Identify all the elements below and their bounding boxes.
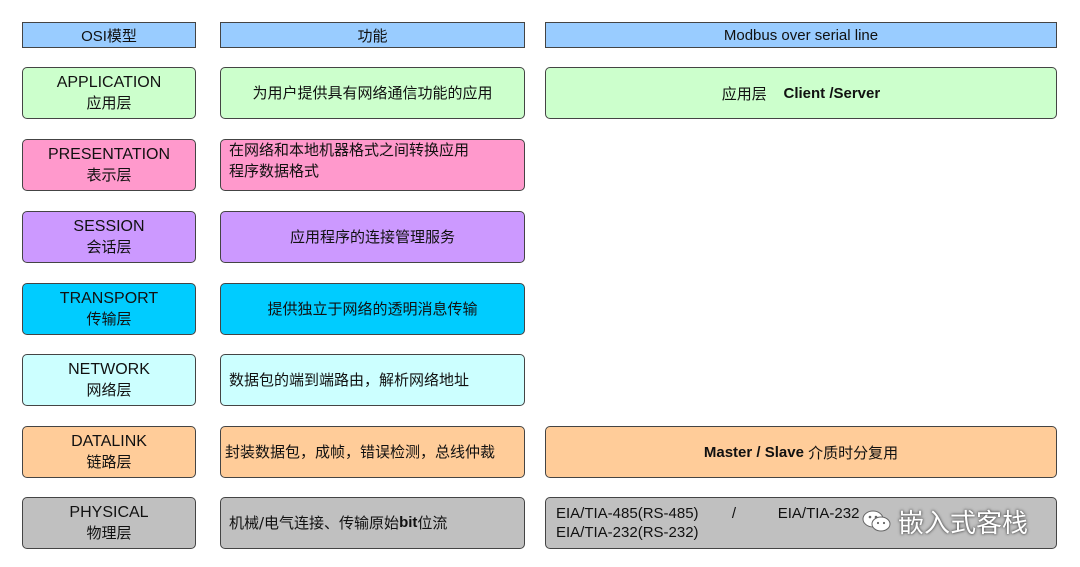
modbus-physical-line1: EIA/TIA-485(RS-485) / EIA/TIA-232 <box>556 505 860 522</box>
layer-name-cn: 物理层 <box>86 524 132 542</box>
function-text-bit: bit <box>399 514 418 531</box>
watermark: 嵌入式客栈 <box>862 503 1028 540</box>
function-session: 应用程序的连接管理服务 <box>220 211 525 263</box>
function-datalink: 封装数据包，成帧，错误检测，总线仲裁 <box>220 426 525 478</box>
layer-name-en: PRESENTATION <box>47 146 171 163</box>
function-text: 为用户提供具有网络通信功能的应用 <box>252 84 493 102</box>
modbus-header-label: Modbus over serial line <box>723 26 879 44</box>
layer-name-en: SESSION <box>73 218 145 235</box>
layer-name-en: TRANSPORT <box>59 290 159 307</box>
modbus-application-en: Client /Server <box>783 84 881 102</box>
layer-name-en: NETWORK <box>68 361 150 378</box>
function-text: 封装数据包，成帧，错误检测，总线仲裁 <box>225 443 496 461</box>
layer-name-cn: 应用层 <box>86 94 132 112</box>
function-header-label: 功能 <box>357 27 388 45</box>
osi-model-header: OSI模型 <box>22 22 196 48</box>
function-transport: 提供独立于网络的透明消息传输 <box>220 283 525 335</box>
function-presentation: 在网络和本地机器格式之间转换应用 程序数据格式 <box>220 139 525 191</box>
layer-name-en: DATALINK <box>71 433 147 450</box>
function-text-line2: 程序数据格式 <box>229 162 320 180</box>
layer-name-cn: 表示层 <box>86 166 132 184</box>
modbus-application: 应用层 Client /Server <box>545 67 1057 119</box>
layer-name-cn: 网络层 <box>86 381 132 399</box>
layer-name-cn: 会话层 <box>86 238 132 256</box>
osi-layer-presentation: PRESENTATION 表示层 <box>22 139 196 191</box>
function-text: 提供独立于网络的透明消息传输 <box>267 300 478 318</box>
layer-name-en: PHYSICAL <box>69 504 149 521</box>
modbus-physical-line2: EIA/TIA-232(RS-232) <box>556 524 699 541</box>
osi-layer-application: APPLICATION 应用层 <box>22 67 196 119</box>
function-text: 数据包的端到端路由，解析网络地址 <box>229 371 470 389</box>
function-text-a: 机械/电气连接、传输原始 <box>229 514 400 532</box>
function-text-c: 位流 <box>417 514 448 532</box>
osi-layer-transport: TRANSPORT 传输层 <box>22 283 196 335</box>
wechat-icon <box>862 509 892 535</box>
layer-name-cn: 传输层 <box>86 310 132 328</box>
modbus-header: Modbus over serial line <box>545 22 1057 48</box>
function-text-line1: 在网络和本地机器格式之间转换应用 <box>229 141 470 159</box>
osi-layer-session: SESSION 会话层 <box>22 211 196 263</box>
function-network: 数据包的端到端路由，解析网络地址 <box>220 354 525 406</box>
layer-name-cn: 链路层 <box>86 453 132 471</box>
modbus-application-cn: 应用层 <box>721 84 767 103</box>
modbus-datalink-cn: 介质时分复用 <box>808 443 899 462</box>
osi-model-header-label: OSI模型 <box>81 27 137 45</box>
function-text: 应用程序的连接管理服务 <box>289 228 455 246</box>
function-application: 为用户提供具有网络通信功能的应用 <box>220 67 525 119</box>
modbus-datalink-en: Master / Slave <box>703 443 804 461</box>
osi-layer-datalink: DATALINK 链路层 <box>22 426 196 478</box>
osi-layer-network: NETWORK 网络层 <box>22 354 196 406</box>
modbus-physical: EIA/TIA-485(RS-485) / EIA/TIA-232 EIA/TI… <box>545 497 1057 549</box>
watermark-text: 嵌入式客栈 <box>898 509 1029 539</box>
modbus-datalink: Master / Slave 介质时分复用 <box>545 426 1057 478</box>
layer-name-en: APPLICATION <box>56 74 162 91</box>
osi-layer-physical: PHYSICAL 物理层 <box>22 497 196 549</box>
function-header: 功能 <box>220 22 525 48</box>
